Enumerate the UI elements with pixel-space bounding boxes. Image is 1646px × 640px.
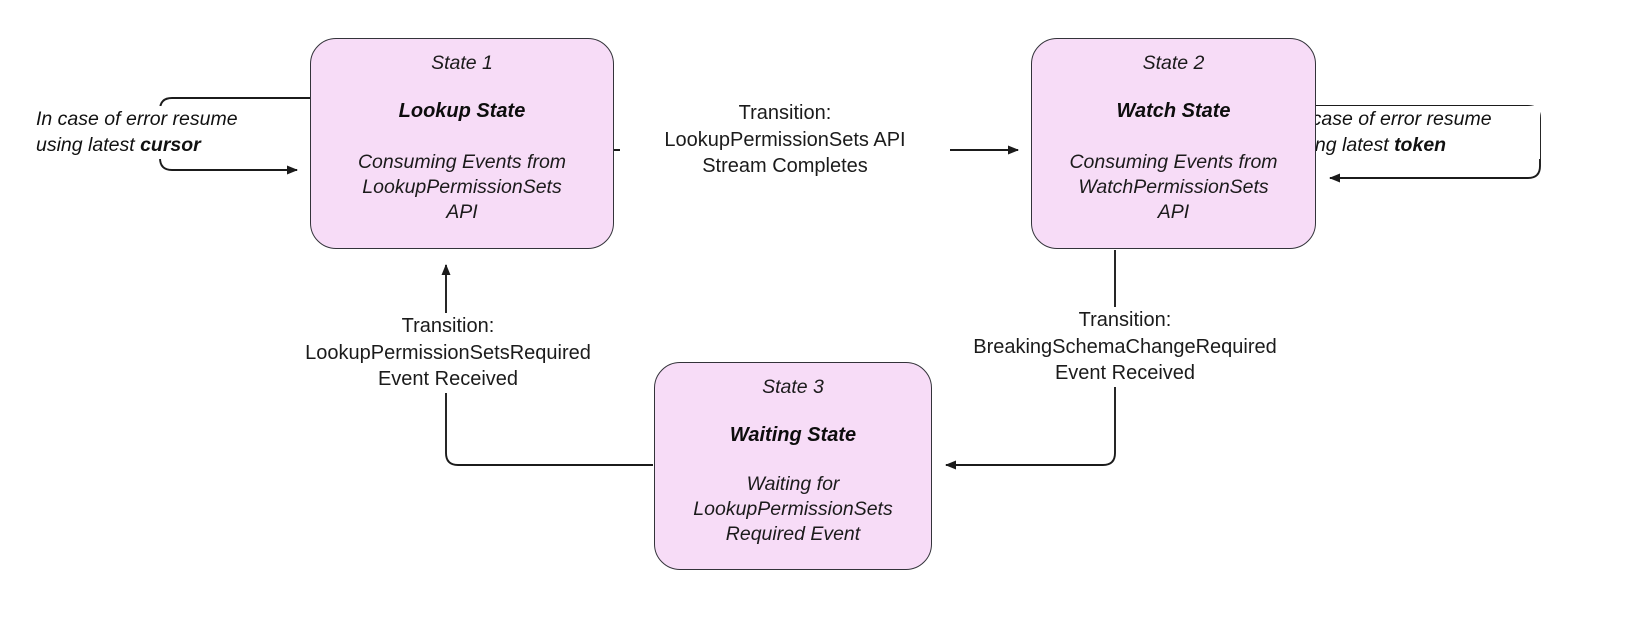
- edge-state2-to-state3: [945, 250, 1116, 470]
- state-2-title: Watch State: [1116, 100, 1231, 123]
- state-2-description: Consuming Events from WatchPermissionSet…: [1069, 151, 1278, 224]
- edge-label-state2-to-state3: Transition: BreakingSchemaChangeRequired…: [945, 307, 1305, 387]
- state-node-watch-state[interactable]: State 2 Watch State Consuming Events fro…: [1031, 38, 1316, 249]
- state-1-description: Consuming Events from LookupPermissionSe…: [357, 151, 567, 224]
- edge-label-state1-to-state2: Transition: LookupPermissionSets API Str…: [620, 100, 950, 180]
- state-node-waiting-state[interactable]: State 3 Waiting State Waiting for Lookup…: [654, 362, 932, 570]
- self-loop-note-cursor: In case of error resume using latest cur…: [36, 106, 288, 159]
- self-loop-note-cursor-prefix: In case of error resume using latest: [36, 108, 238, 157]
- state-1-id: State 1: [431, 52, 493, 74]
- state-2-id: State 2: [1142, 52, 1205, 74]
- self-loop-note-cursor-emphasis: cursor: [140, 134, 201, 157]
- edge-state3-to-state1: [441, 264, 653, 466]
- state-3-description: Waiting for LookupPermissionSets Require…: [693, 473, 893, 546]
- state-1-title: Lookup State: [398, 100, 526, 123]
- state-3-id: State 3: [762, 376, 824, 398]
- self-loop-note-token: In case of error resume using latest tok…: [1290, 106, 1540, 159]
- state-node-lookup-state[interactable]: State 1 Lookup State Consuming Events fr…: [310, 38, 614, 249]
- self-loop-note-token-emphasis: token: [1394, 134, 1447, 157]
- self-loop-note-token-prefix: In case of error resume using latest: [1290, 108, 1492, 157]
- state-3-title: Waiting State: [729, 424, 857, 447]
- edge-label-state3-to-state1: Transition: LookupPermissionSetsRequired…: [277, 313, 619, 393]
